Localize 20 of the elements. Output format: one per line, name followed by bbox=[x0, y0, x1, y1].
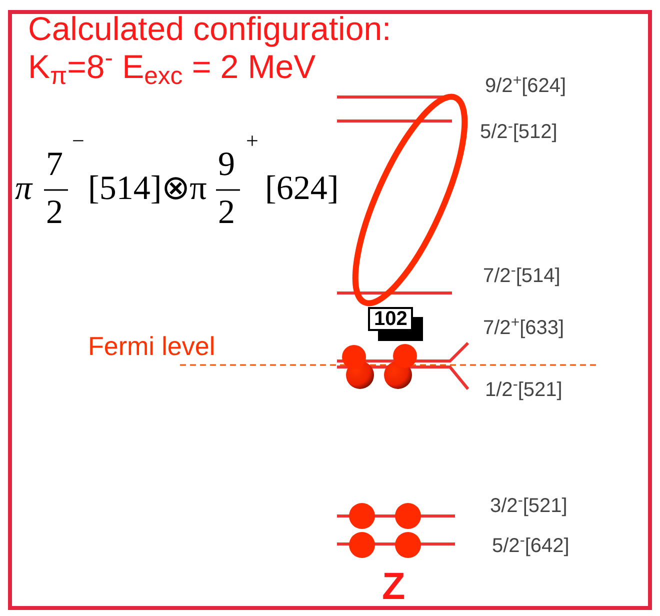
level-label: 7/2$^{-}$[514] bbox=[483, 266, 560, 286]
parity-sign: − bbox=[72, 130, 84, 152]
fraction-denominator: 2 bbox=[218, 196, 235, 230]
level-label: 1/2$^{-}$[521] bbox=[485, 380, 562, 400]
title: Calculated configuration: bbox=[28, 12, 392, 45]
parity-sign: + bbox=[246, 130, 258, 152]
level-label: 5/2$^{-}$[642] bbox=[492, 536, 570, 556]
fraction-numerator: 9 bbox=[218, 148, 235, 182]
formula-text: [624] bbox=[265, 172, 339, 206]
configuration-label: K$_{π}$=8$^{-}$ E$_{exc}$ = 2 MeV bbox=[28, 50, 316, 83]
level-label: 9/2$^{+}$[624] bbox=[485, 76, 566, 96]
fraction-numerator: 7 bbox=[46, 148, 63, 182]
level-label: 5/2$^{-}$[512] bbox=[480, 122, 558, 142]
formula-symbol: π bbox=[15, 172, 32, 206]
fraction-denominator: 2 bbox=[46, 196, 63, 230]
fermi-level-label: Fermi level bbox=[88, 333, 216, 359]
formula-text: [514]⊗π bbox=[88, 172, 207, 206]
level-label: 3/2$^{-}$[521] bbox=[490, 496, 568, 516]
proton-label: Z bbox=[382, 568, 406, 606]
level-label: 7/2$^{+}$[633] bbox=[483, 318, 564, 338]
